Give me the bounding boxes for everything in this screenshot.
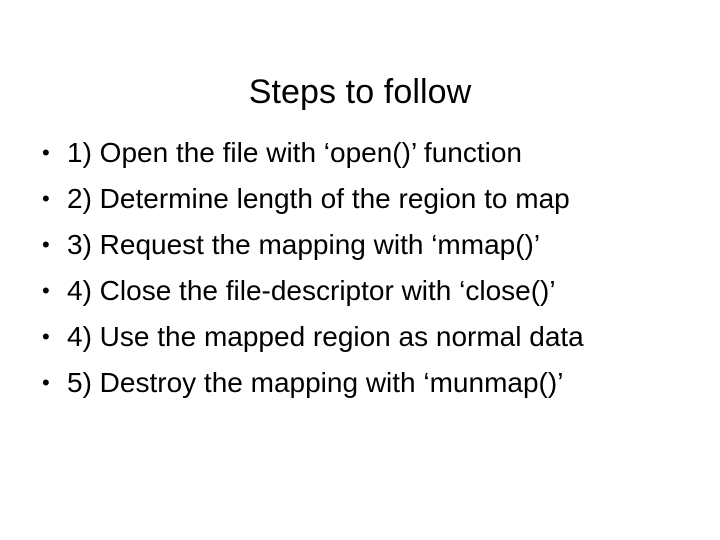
bullet-point-icon: •	[42, 232, 50, 257]
bullet-point-icon: •	[42, 370, 50, 395]
bullet-point-icon: •	[42, 324, 50, 349]
list-item: • 4) Use the mapped region as normal dat…	[36, 314, 696, 360]
steps-bullet-list: • 1) Open the file with ‘open()’ functio…	[36, 130, 696, 406]
list-item-label: 2) Determine length of the region to map	[67, 183, 570, 214]
list-item: • 1) Open the file with ‘open()’ functio…	[36, 130, 696, 176]
list-item-label: 3) Request the mapping with ‘mmap()’	[67, 229, 541, 260]
list-item: • 3) Request the mapping with ‘mmap()’	[36, 222, 696, 268]
list-item: • 5) Destroy the mapping with ‘munmap()’	[36, 360, 696, 406]
list-item-label: 4) Close the file-descriptor with ‘close…	[67, 275, 556, 306]
bullet-point-icon: •	[42, 278, 50, 303]
list-item-label: 4) Use the mapped region as normal data	[67, 321, 584, 352]
bullet-point-icon: •	[42, 186, 50, 211]
list-item-label: 1) Open the file with ‘open()’ function	[67, 137, 522, 168]
page-title: Steps to follow	[248, 72, 472, 111]
bullet-point-icon: •	[42, 140, 50, 165]
list-item: • 4) Close the file-descriptor with ‘clo…	[36, 268, 696, 314]
list-item: • 2) Determine length of the region to m…	[36, 176, 696, 222]
list-item-label: 5) Destroy the mapping with ‘munmap()’	[67, 367, 564, 398]
slide-content-body: • 1) Open the file with ‘open()’ functio…	[36, 130, 696, 406]
